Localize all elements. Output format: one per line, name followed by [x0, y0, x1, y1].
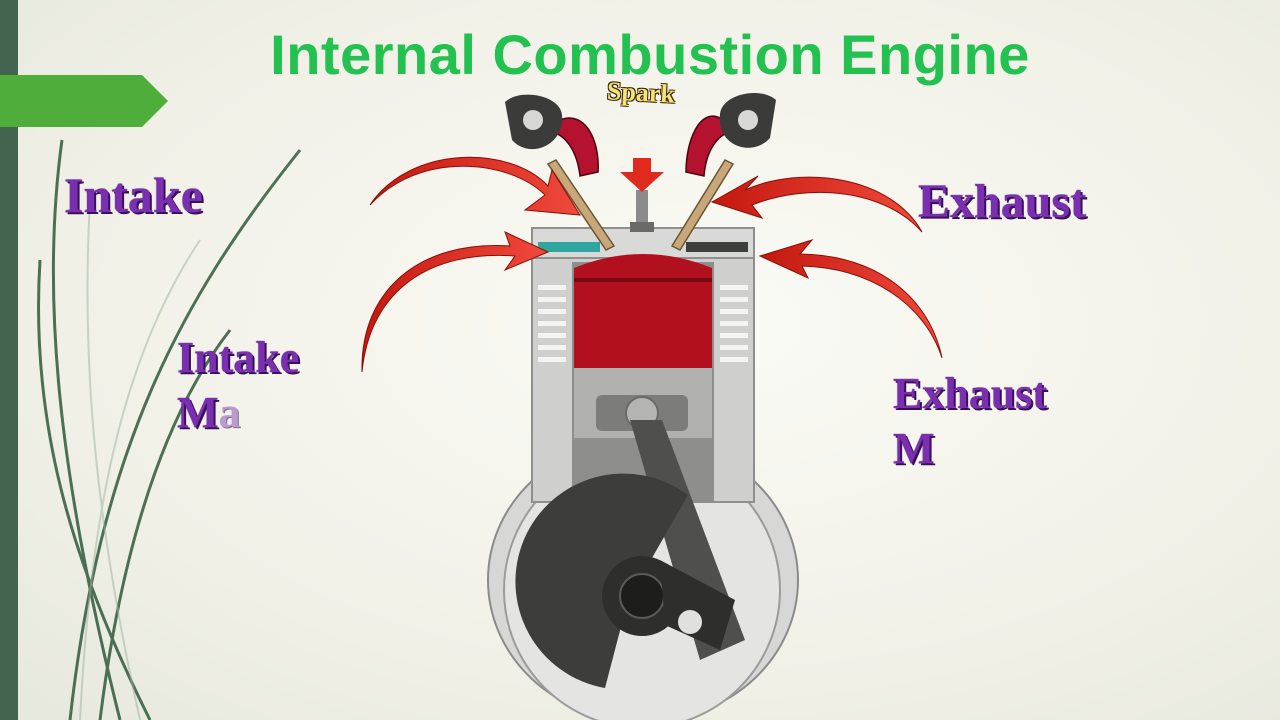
- exhaust-manifold-line1: Exhaust: [893, 369, 1048, 418]
- left-sidebar-bar: [0, 0, 18, 720]
- exhaust-label: Exhaust: [918, 175, 1087, 228]
- spark-label: Spark: [606, 76, 676, 109]
- spark-plug: [630, 190, 654, 232]
- green-arrow-tab: [0, 75, 168, 127]
- intake-label: Intake: [64, 167, 203, 223]
- intake-arrow-bottom: [361, 231, 550, 373]
- intake-arrow-top: [369, 156, 581, 216]
- intake-manifold-line1: Intake: [177, 333, 300, 382]
- piston: [574, 254, 712, 438]
- intake-manifold-line2-faded: a: [218, 388, 241, 437]
- exhaust-arrow-bottom: [758, 239, 943, 359]
- exhaust-arrow-top: [710, 175, 923, 233]
- intake-manifold-label: Intake Ma: [177, 330, 299, 440]
- page-title: Internal Combustion Engine: [270, 23, 1030, 86]
- spark-arrow: [620, 158, 664, 192]
- crankshaft: [515, 473, 735, 688]
- intake-manifold-line2-solid: M: [177, 388, 219, 437]
- exhaust-manifold-label: Exhaust M: [893, 366, 1047, 476]
- intake-manifold-line2: Ma: [177, 385, 299, 440]
- exhaust-manifold-line2: M: [893, 424, 935, 473]
- valves: [505, 92, 776, 251]
